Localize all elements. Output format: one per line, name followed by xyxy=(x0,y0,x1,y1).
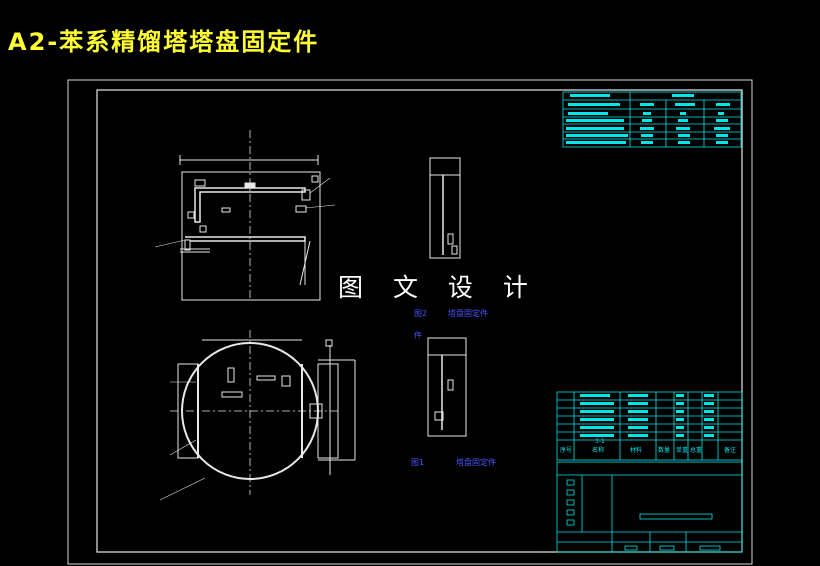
bom-header-1: 序号 xyxy=(560,446,572,454)
watermark-text: 图 文 设 计 xyxy=(338,273,539,302)
bom-header-6: 总重 xyxy=(690,446,702,454)
page-title: A2-苯系精馏塔塔盘固定件 xyxy=(8,28,320,56)
title-block xyxy=(556,461,743,553)
side-section-view xyxy=(429,157,461,259)
note-upper-left: 图2 xyxy=(414,309,428,318)
elevation-view xyxy=(154,130,336,301)
plan-view xyxy=(159,330,356,501)
note-upper-line2: 件 xyxy=(414,331,422,340)
bom-header-2: 名称 xyxy=(592,446,604,454)
note-lower-left: 图1 xyxy=(411,458,425,467)
bom-table xyxy=(556,391,743,461)
bom-header-5: 单重 xyxy=(676,446,688,454)
note-lower-right: 塔盘固定件 xyxy=(456,458,496,467)
bom-header-3: 材料 xyxy=(630,446,642,454)
bom-header-7: 备注 xyxy=(724,446,736,454)
bom-header-4: 数量 xyxy=(658,446,670,454)
bom-tag: 3-1 xyxy=(595,438,605,445)
bom-headers: 序号 名称 材料 数量 单重 总重 备注 3-1 xyxy=(560,438,736,454)
tech-spec-table xyxy=(562,91,742,148)
detail-view xyxy=(427,337,467,437)
sheet-outer-frame xyxy=(67,79,753,565)
note-upper-right: 塔盘固定件 xyxy=(448,309,488,318)
sheet-inner-frame xyxy=(96,89,743,553)
